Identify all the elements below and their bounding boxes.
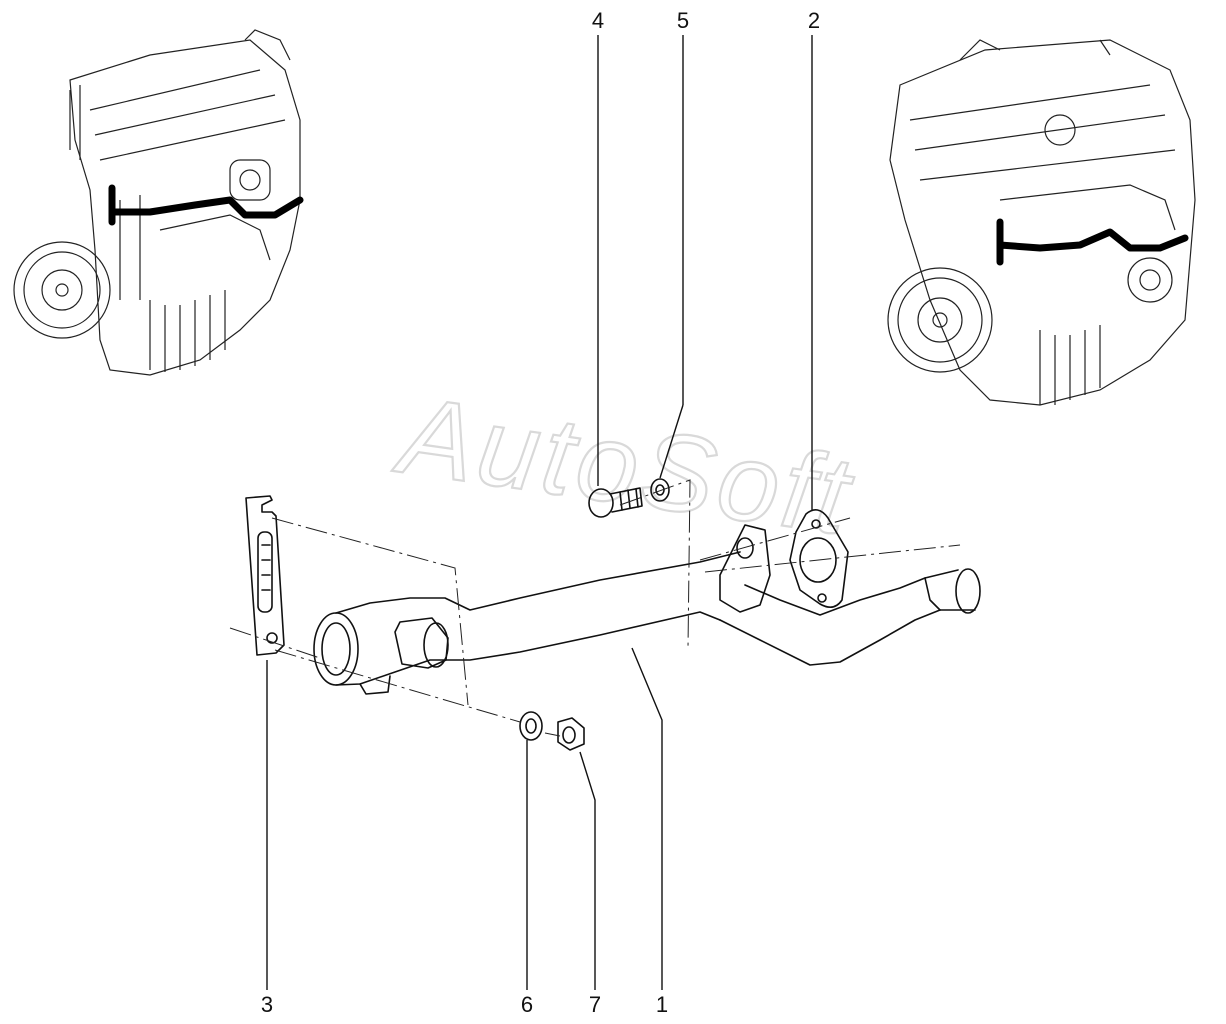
bolt-part bbox=[588, 487, 643, 518]
callout-2: 2 bbox=[808, 8, 820, 33]
callout-5: 5 bbox=[677, 8, 689, 33]
bracket-part bbox=[245, 495, 285, 656]
callout-labels: 4 5 2 3 6 7 1 bbox=[261, 8, 820, 1017]
watermark-text: AutoSoft bbox=[388, 373, 861, 559]
engine-illustration-right bbox=[887, 39, 1196, 406]
callout-4: 4 bbox=[592, 8, 604, 33]
callout-7: 7 bbox=[589, 992, 601, 1017]
leader-lines bbox=[266, 35, 813, 990]
washer-part-5 bbox=[650, 478, 670, 502]
callout-3: 3 bbox=[261, 992, 273, 1017]
callout-1: 1 bbox=[656, 992, 668, 1017]
nut-part bbox=[557, 717, 585, 751]
washer-part-6 bbox=[519, 711, 543, 741]
alignment-lines bbox=[229, 479, 961, 737]
engine-illustration-left bbox=[13, 29, 304, 376]
coolant-pipe-part bbox=[313, 524, 981, 695]
gasket-part bbox=[789, 509, 849, 608]
callout-6: 6 bbox=[521, 992, 533, 1017]
